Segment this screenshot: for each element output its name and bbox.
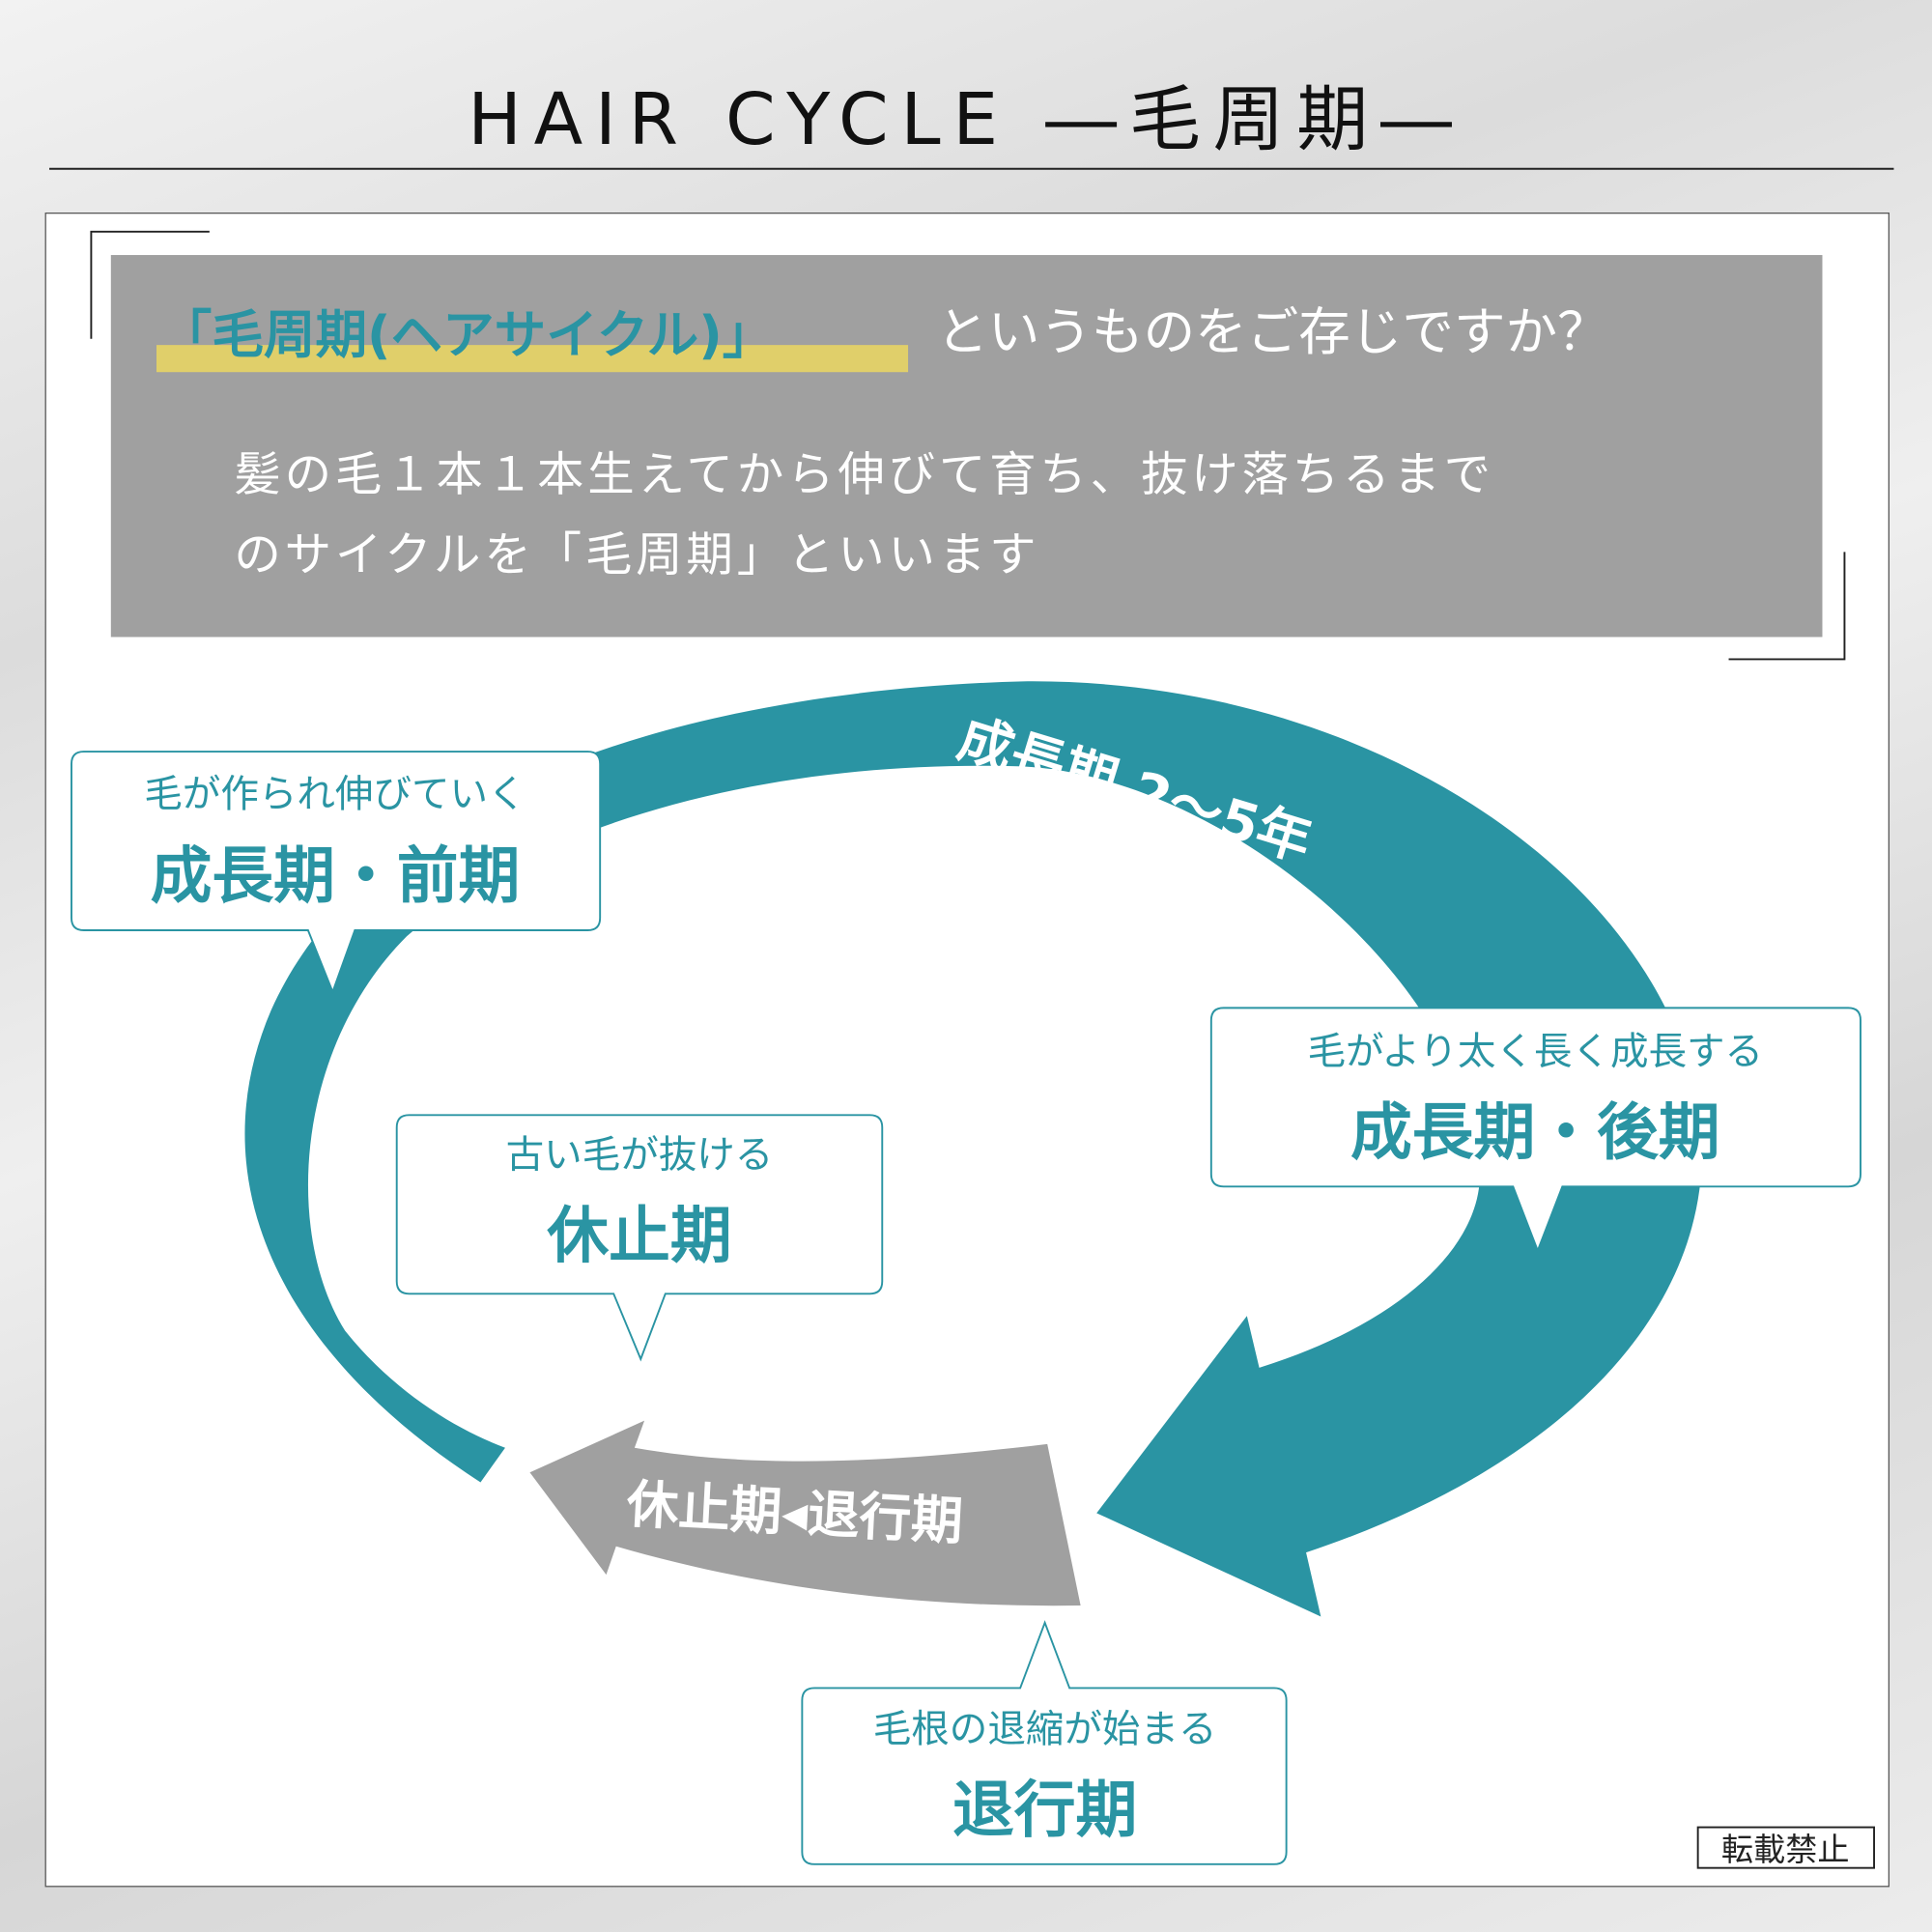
question-highlight-shadow: 「毛周期(ヘアサイクル)」 <box>160 304 774 365</box>
growth-cycle-arrow <box>244 681 1702 1617</box>
bubble-caption: 毛が作られ伸びていく <box>144 772 526 816</box>
bubble-phase: 成長期・前期 <box>151 841 521 913</box>
intro-body-line-1: 髪の毛１本１本生えてから伸びて育ち、抜け落ちるまで <box>234 448 1494 502</box>
corner-bracket-bottom-right <box>1728 552 1846 661</box>
question-highlight: 「毛周期(ヘアサイクル)」 <box>156 300 770 361</box>
question-text: というものをご存じですか？ <box>936 301 1608 362</box>
bubble-caption: 毛がより太く長く成長する <box>1307 1030 1763 1074</box>
bubble-caption: 古い毛が抜ける <box>506 1133 774 1178</box>
bubble-caption: 毛根の退縮が始まる <box>873 1708 1217 1752</box>
bubble-phase: 休止期 <box>546 1201 731 1272</box>
bubble-early-growth: 毛が作られ伸びていく 成長期・前期 <box>71 751 602 995</box>
intro-body-line-2: のサイクルを「毛周期」といいます <box>234 528 1039 582</box>
highlight-marker <box>156 345 909 373</box>
bubble-phase: 成長期・後期 <box>1350 1097 1720 1169</box>
bubble-late-growth: 毛がより太く長く成長する 成長期・後期 <box>1209 1007 1861 1254</box>
bubble-phase: 退行期 <box>952 1775 1137 1846</box>
no-reproduction-stamp: 転載禁止 <box>1696 1826 1876 1869</box>
regression-rest-arrow <box>529 1420 1081 1606</box>
intro-box <box>110 255 1823 638</box>
bubble-catagen: 毛根の退縮が始まる 退行期 <box>801 1620 1288 1865</box>
stamp-text: 転載禁止 <box>1721 1831 1850 1868</box>
corner-bracket-top-left <box>90 230 210 339</box>
bubble-telogen: 古い毛が抜ける 休止期 <box>395 1114 884 1362</box>
page-title: HAIR CYCLE ―毛周期― <box>468 78 1463 161</box>
